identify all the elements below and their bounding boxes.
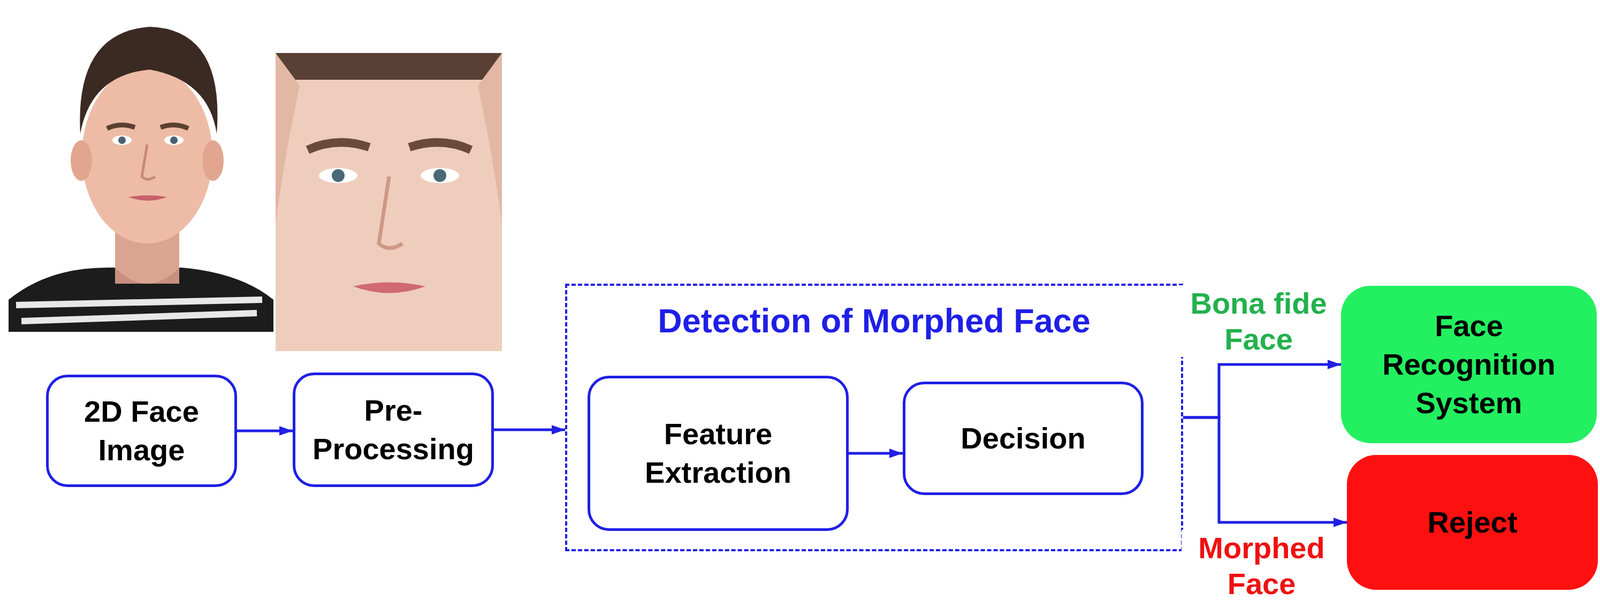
- group-box: Detection of Morphed FaceFeature Extract…: [565, 283, 1184, 552]
- box-label: Decision: [960, 418, 1086, 458]
- edge-label: Bona fide Face: [1178, 285, 1339, 357]
- input-box: 2D Face Image: [46, 374, 238, 487]
- box-label: Face Recognition System: [1350, 306, 1588, 422]
- arrow-connector: [848, 452, 903, 455]
- cropped-photo: [275, 52, 502, 352]
- arrow-connector: [1183, 364, 1342, 418]
- box-label: Pre- Processing: [302, 391, 485, 468]
- box-label: 2D Face Image: [55, 392, 228, 469]
- arrow-connector: [1183, 417, 1347, 523]
- box-label: Reject: [1427, 503, 1518, 542]
- group-title: Detection of Morphed Face: [567, 300, 1182, 342]
- arrow-connector: [493, 428, 566, 432]
- arrow-connector: [237, 429, 293, 433]
- edge-label: Morphed Face: [1181, 529, 1343, 602]
- box-label: Feature Extraction: [597, 414, 840, 492]
- process-box: Pre- Processing: [292, 372, 494, 487]
- process-box: Feature Extraction: [587, 375, 849, 531]
- decision-box: Decision: [902, 381, 1144, 495]
- reject-box: Reject: [1346, 454, 1598, 590]
- accept-box: Face Recognition System: [1341, 285, 1597, 444]
- original-photo: [8, 5, 274, 332]
